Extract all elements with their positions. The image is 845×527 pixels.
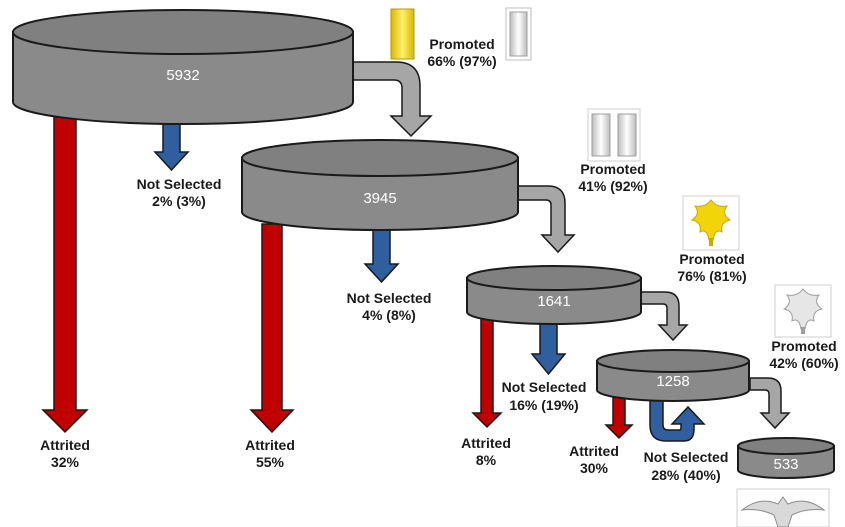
not-selected-arrow-2 [363, 229, 400, 284]
eagle-icon [736, 488, 830, 527]
promoted-value-3: 76% (81%) [677, 268, 746, 284]
attrited-value-3: 8% [476, 452, 497, 468]
stage-count-5: 533 [773, 456, 798, 473]
promoted-value-4: 42% (60%) [769, 355, 838, 371]
silver-bar-icon [505, 7, 532, 61]
attrited-arrow-3 [471, 317, 503, 429]
attrited-value-2: 55% [256, 454, 285, 470]
promoted-title-2: Promoted [580, 161, 645, 177]
attrited-value-1: 32% [51, 454, 80, 470]
promoted-arrow-4 [749, 377, 791, 430]
stage-cylinder-1: 5932 [12, 9, 354, 125]
attrited-arrow-2 [249, 223, 295, 434]
attrited-title-2: Attrited [245, 437, 295, 453]
not-selected-title-4: Not Selected [644, 449, 729, 465]
promoted-value-2: 41% (92%) [578, 178, 647, 194]
stage-count-3: 1641 [537, 293, 570, 310]
attrited-title-1: Attrited [40, 437, 90, 453]
promoted-arrow-1 [351, 61, 433, 138]
promoted-title-1: Promoted [429, 36, 494, 52]
not-selected-arrow-4 [649, 395, 706, 442]
promoted-arrow-2 [517, 185, 576, 254]
attrited-title-4: Attrited [569, 443, 619, 459]
not-selected-arrow-3 [530, 319, 567, 376]
not-selected-arrow-1 [153, 117, 190, 172]
stage-count-2: 3945 [363, 190, 396, 207]
promoted-title-3: Promoted [679, 251, 744, 267]
attrited-arrow-1 [41, 113, 89, 434]
silver-oak-leaf-icon [774, 284, 832, 338]
attrited-value-4: 30% [580, 460, 609, 476]
stage-cylinder-3: 1641 [466, 265, 642, 325]
stage-count-4: 1258 [656, 373, 689, 390]
promoted-title-4: Promoted [771, 338, 836, 354]
promoted-arrow-3 [640, 291, 689, 342]
stage-count-1: 5932 [166, 67, 199, 84]
promoted-value-1: 66% (97%) [427, 53, 496, 69]
not-selected-value-4: 28% (40%) [651, 467, 720, 483]
stage-cylinder-4: 1258 [596, 349, 750, 402]
not-selected-value-3: 16% (19%) [509, 397, 578, 413]
gold-oak-leaf-icon [682, 195, 740, 251]
not-selected-title-1: Not Selected [137, 176, 222, 192]
captain-bars-icon [587, 108, 641, 162]
not-selected-value-1: 2% (3%) [152, 193, 206, 209]
stage-cylinder-2: 3945 [241, 139, 519, 231]
not-selected-value-2: 4% (8%) [362, 307, 416, 323]
not-selected-title-3: Not Selected [502, 379, 587, 395]
attrited-title-3: Attrited [461, 435, 511, 451]
gold-bar-icon [390, 8, 415, 60]
not-selected-title-2: Not Selected [347, 290, 432, 306]
stage-cylinder-5: 533 [737, 437, 835, 479]
